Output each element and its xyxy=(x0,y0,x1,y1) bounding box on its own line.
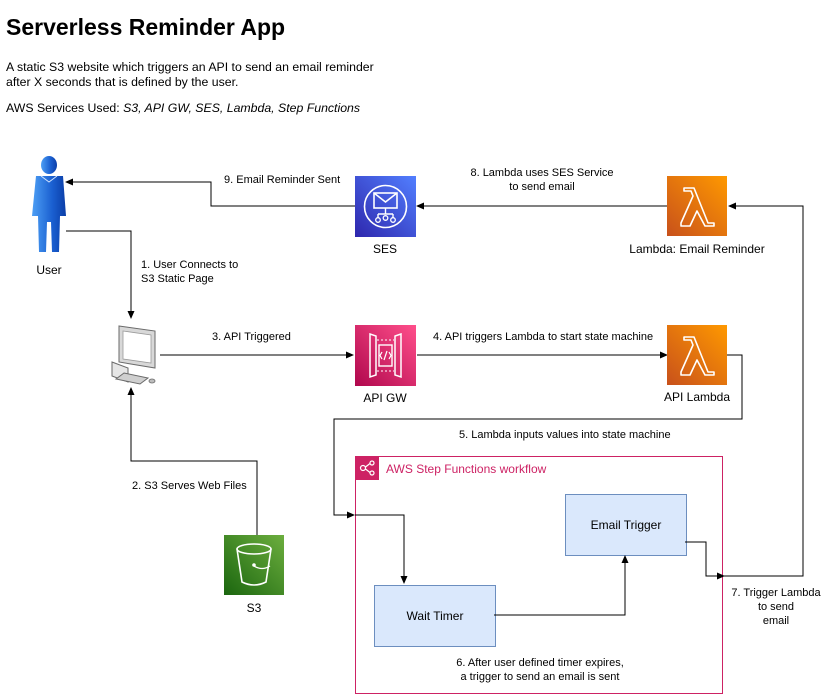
arrow-trigger-lambda xyxy=(685,541,725,580)
step-3-label: 3. API Triggered xyxy=(212,331,291,343)
step-8-label: 8. Lambda uses SES Service to send email xyxy=(470,166,613,194)
step-8-line-1: 8. Lambda uses SES Service xyxy=(470,167,614,179)
step-7-line-2: to send xyxy=(757,601,795,613)
arrow-user-to-computer xyxy=(66,230,135,319)
step-1-label: 1. User Connects to S3 Static Page xyxy=(141,258,238,286)
user-label: User xyxy=(36,263,62,277)
api-gw-label: API GW xyxy=(363,391,407,405)
wait-timer-state: Wait Timer xyxy=(374,585,496,647)
lambda-email-label: Lambda: Email Reminder xyxy=(629,242,765,256)
step-4-label: 4. API triggers Lambda to start state ma… xyxy=(433,331,654,343)
step-functions-title: AWS Step Functions workflow xyxy=(386,462,547,476)
arrow-entry-to-wait xyxy=(355,514,408,584)
email-trigger-state: Email Trigger xyxy=(565,494,687,556)
step-1-line-1: 1. User Connects to xyxy=(141,259,239,271)
step-2-label: 2. S3 Serves Web Files xyxy=(132,480,247,492)
app-description: A static S3 website which triggers an AP… xyxy=(6,60,374,89)
arrow-to-lambda-email xyxy=(723,202,804,577)
arrow-lambda-to-state-machine xyxy=(333,354,743,519)
step-5-label: 5. Lambda inputs values into state machi… xyxy=(459,429,671,441)
step-6-label: 6. After user defined timer expires, a t… xyxy=(456,656,624,684)
email-trigger-label: Email Trigger xyxy=(590,518,662,532)
step-8-line-2: to send email xyxy=(509,181,575,193)
step-1-line-2: S3 Static Page xyxy=(141,273,214,285)
step-7-line-1: 7. Trigger Lambda xyxy=(731,587,821,599)
page-title: Serverless Reminder App xyxy=(6,14,286,40)
wait-timer-label: Wait Timer xyxy=(406,609,464,623)
step-9-label: 9. Email Reminder Sent xyxy=(224,174,341,186)
step-6-line-2: a trigger to send an email is sent xyxy=(460,671,620,683)
step-7-line-3: email xyxy=(762,615,790,627)
step-6-line-1: 6. After user defined timer expires, xyxy=(456,657,624,669)
arrow-wait-to-email xyxy=(494,555,629,616)
services-used: AWS Services Used: S3, API GW, SES, Lamb… xyxy=(6,101,360,115)
arrow-s3-to-computer xyxy=(127,387,258,535)
ses-label: SES xyxy=(372,242,398,256)
services-list: S3, API GW, SES, Lambda, Step Functions xyxy=(123,101,361,115)
step-7-label: 7. Trigger Lambda to send email xyxy=(731,586,820,628)
s3-label: S3 xyxy=(246,601,262,615)
arrow-email-reminder-sent xyxy=(65,178,355,207)
services-prefix: AWS Services Used: xyxy=(6,101,124,115)
api-lambda-label: API Lambda xyxy=(663,390,731,404)
